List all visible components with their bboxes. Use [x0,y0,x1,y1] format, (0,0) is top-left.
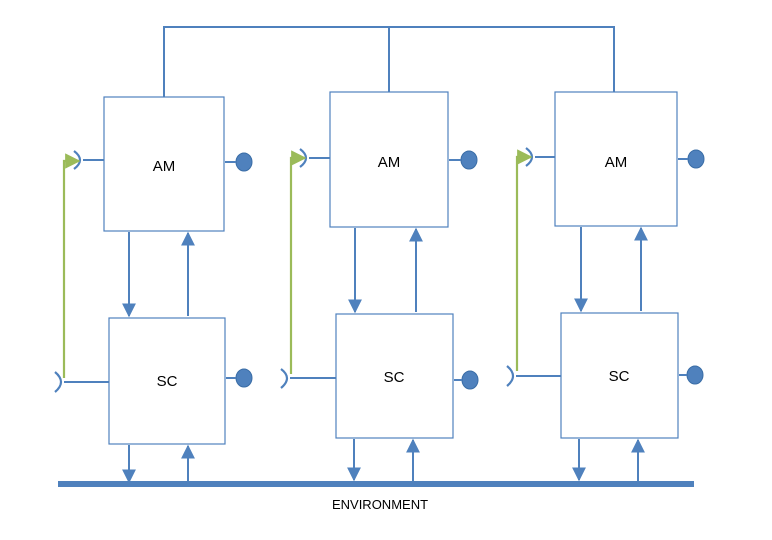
unit-2: AM SC [280,91,479,482]
sc-input-socket-icon-3 [506,365,515,387]
sc-output-plug-icon-2 [461,370,479,390]
am-label-1: AM [153,158,176,175]
sc-label-3: SC [609,368,630,385]
am-output-plug-icon-1 [235,152,253,172]
am-output-plug-icon-2 [460,150,478,170]
sc-box-3 [560,312,679,439]
am-label-3: AM [605,154,628,171]
sc-box-1 [108,317,226,445]
environment-label: ENVIRONMENT [332,497,428,512]
sc-input-socket-icon-2 [280,368,289,389]
sc-output-plug-icon-3 [686,365,704,385]
feedback-line-3 [515,149,533,371]
am-label-2: AM [378,154,401,171]
am-box-3 [554,91,678,227]
unit-1: AM SC [54,96,253,484]
am-box-1 [103,96,225,232]
sc-label-2: SC [384,369,405,386]
top-bus-line [163,26,615,97]
am-box-2 [329,91,449,228]
am-output-plug-icon-3 [687,149,705,169]
sc-output-plug-icon-1 [235,368,253,388]
sc-label-1: SC [157,373,178,390]
sc-box-2 [335,313,454,439]
sc-input-socket-icon-1 [54,371,63,393]
feedback-line-2 [289,150,307,374]
unit-3: AM SC [506,91,705,482]
feedback-line-1 [62,153,81,378]
